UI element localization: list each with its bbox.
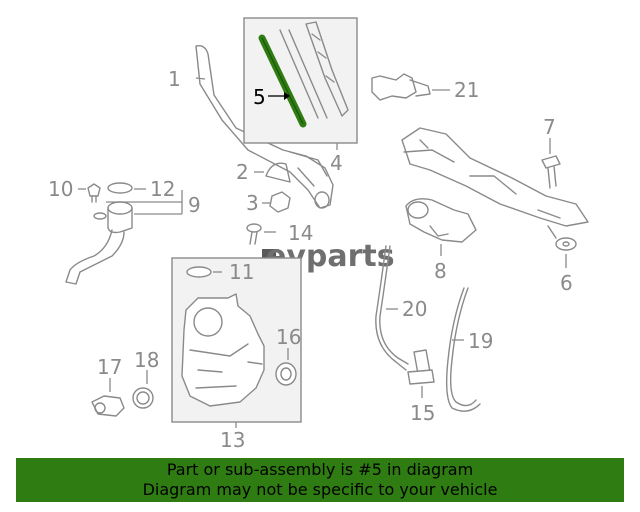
wiper-arm-part xyxy=(195,44,334,209)
callout-6: 6 xyxy=(560,271,573,295)
hose-20-part xyxy=(375,245,407,371)
grommet-part xyxy=(87,183,101,203)
callout-11: 11 xyxy=(229,260,254,284)
washer-tank-part xyxy=(181,293,265,407)
wiper-motor-part xyxy=(405,198,477,243)
callout-4: 4 xyxy=(330,151,343,175)
tank-cap-part xyxy=(186,266,212,278)
callout-15: 15 xyxy=(410,401,435,425)
connector-part xyxy=(371,73,431,101)
hose-19-edge xyxy=(449,287,477,407)
callout-17: 17 xyxy=(97,355,122,379)
screw-part xyxy=(246,223,262,245)
banner-line-1: Part or sub-assembly is #5 in diagram xyxy=(166,460,474,479)
callout-12: 12 xyxy=(150,177,175,201)
wiper-linkage-part xyxy=(401,127,589,251)
highlighted-blade-insert-edge xyxy=(261,37,304,125)
callout-1: 1 xyxy=(168,67,181,91)
callout-18: 18 xyxy=(134,348,159,372)
callout-9: 9 xyxy=(188,193,201,217)
hose-19-part xyxy=(445,287,481,412)
callout-10: 10 xyxy=(48,177,73,201)
nut-part xyxy=(269,191,291,213)
banner-line-2: Diagram may not be specific to your vehi… xyxy=(142,480,498,499)
part-info-banner: Part or sub-assembly is #5 in diagram Di… xyxy=(16,458,624,502)
grommet-16-part xyxy=(275,362,297,386)
cap-part xyxy=(265,162,291,183)
plug-18-part xyxy=(132,387,154,409)
leader-line-1 xyxy=(195,77,206,80)
callout-19: 19 xyxy=(468,329,493,353)
callout-20: 20 xyxy=(402,297,427,321)
callout-21: 21 xyxy=(454,78,479,102)
bracket-9 xyxy=(106,190,183,215)
wiper-blade-part xyxy=(279,21,349,119)
callout-5: 5 xyxy=(253,85,266,109)
callout-2: 2 xyxy=(236,160,249,184)
arrow-5 xyxy=(284,92,290,100)
filler-neck-part xyxy=(65,201,133,285)
callout-3: 3 xyxy=(246,191,259,215)
callout-13: 13 xyxy=(220,428,245,452)
hose-20-edge xyxy=(379,245,409,365)
nozzle-17-part xyxy=(91,395,125,417)
washer-pump-part xyxy=(407,349,435,385)
callout-14: 14 xyxy=(288,221,313,245)
cap-seal-part xyxy=(107,182,133,194)
callout-8: 8 xyxy=(434,259,447,283)
callout-16: 16 xyxy=(276,325,301,349)
callout-7: 7 xyxy=(543,115,556,139)
bolt-part xyxy=(541,155,561,189)
